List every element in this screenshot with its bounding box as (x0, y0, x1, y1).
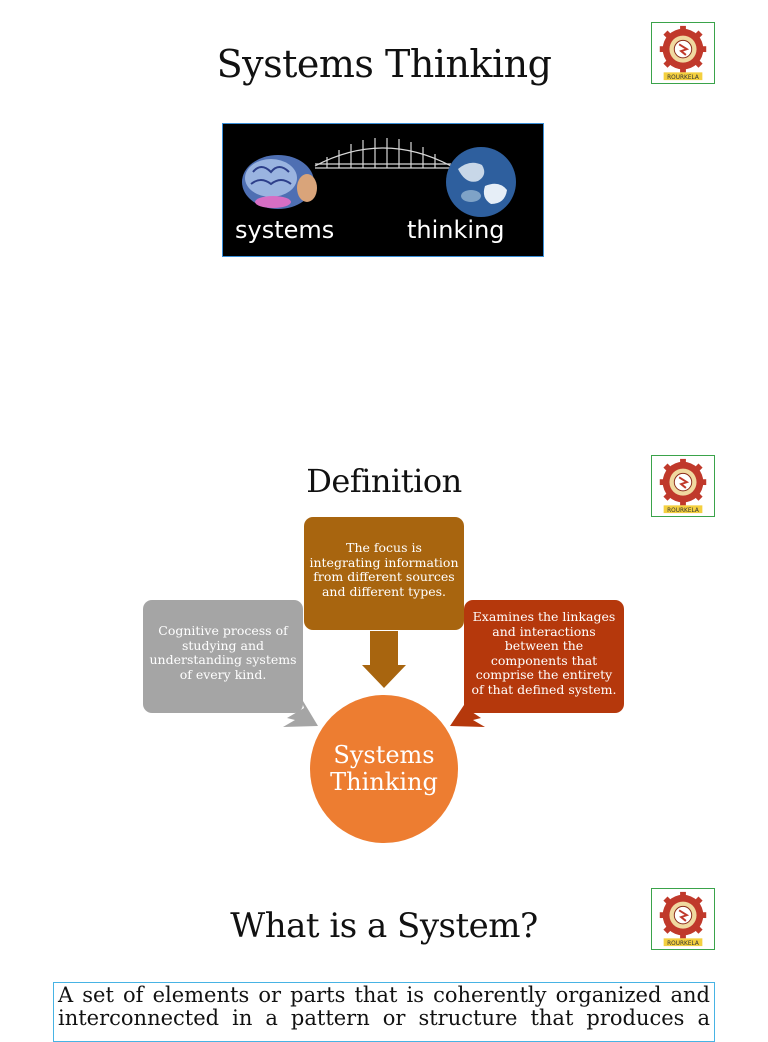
slide-1-title: Systems Thinking (216, 42, 552, 86)
bridge-image (314, 138, 452, 169)
diagram-box-top: The focus is integrating information fro… (304, 517, 464, 630)
institute-logo: ROURKELA (651, 455, 715, 517)
system-definition-text: A set of elements or parts that is coher… (53, 982, 715, 1042)
svg-text:ROURKELA: ROURKELA (667, 75, 699, 81)
svg-text:ROURKELA: ROURKELA (667, 941, 699, 947)
institute-logo: ROURKELA (651, 888, 715, 950)
banner-word-systems: systems (235, 216, 335, 244)
slide-3-title: What is a System? (230, 906, 538, 946)
arrow-down (362, 631, 406, 688)
systems-thinking-banner: systems thinking (222, 123, 544, 257)
svg-text:ROURKELA: ROURKELA (667, 508, 699, 514)
arrow-left (283, 696, 318, 727)
diagram-box-right: Examines the linkages and interactions b… (464, 600, 624, 713)
banner-word-thinking: thinking (407, 216, 505, 244)
institute-logo: ROURKELA (651, 22, 715, 84)
diagram-center-circle: Systems Thinking (310, 695, 458, 843)
diagram-box-left: Cognitive process of studying and unders… (143, 600, 303, 713)
slide-2-title: Definition (306, 462, 462, 500)
center-label: Systems Thinking (330, 741, 438, 796)
globe-image (446, 147, 516, 217)
brain-image (242, 155, 317, 209)
